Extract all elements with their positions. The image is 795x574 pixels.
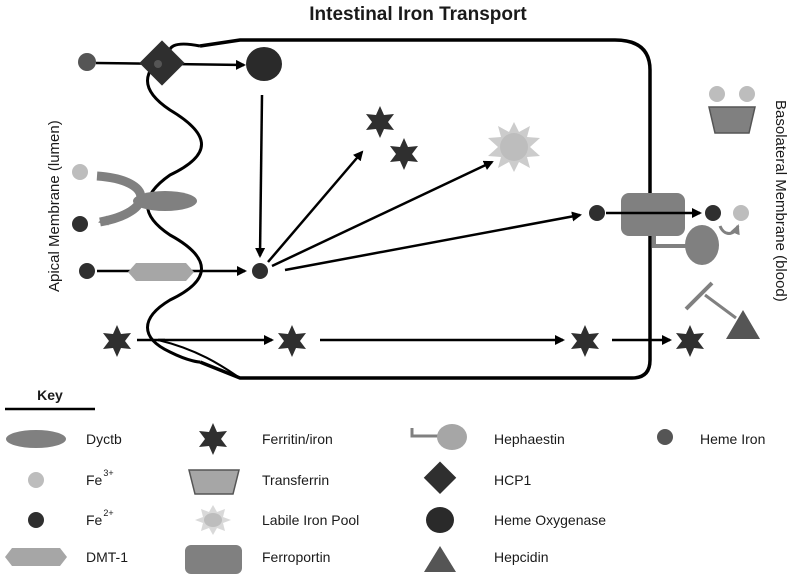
arrow-ferritin-split: [157, 339, 241, 379]
key-dmt1-symbol: [5, 548, 67, 566]
fe3-lumen: [72, 164, 88, 180]
hcp1-transporter: [139, 40, 185, 86]
arrow-oxidation: [718, 224, 740, 236]
key-transferrin-label: Transferrin: [262, 472, 329, 488]
key-dyctb-label: Dyctb: [86, 431, 122, 447]
basolateral-membrane-label: Basolateral Membrane (blood): [772, 100, 789, 302]
key-hephaestin-label: Hephaestin: [494, 431, 565, 447]
key-heme-oxygenase-label: Heme Oxygenase: [494, 512, 606, 528]
diagram-title: Intestinal Iron Transport: [309, 4, 527, 25]
fe3-blood: [733, 205, 749, 221]
dcytb-enzyme: [133, 191, 197, 211]
arrow-to-labile-pool: [271, 160, 494, 268]
hepcidin-inhibition-line: [704, 293, 737, 320]
key-fe3-symbol: [28, 472, 44, 488]
key-heme-iron-symbol: [657, 429, 673, 445]
ferroportin-exporter: [621, 193, 685, 236]
key-hcp1-label: HCP1: [494, 472, 532, 488]
arrow-oxygenase-to-pool: [255, 94, 266, 258]
fe2-lumen-dmt1: [79, 263, 95, 279]
key-fe3-label: Fe3+: [86, 468, 114, 488]
hephaestin-stem: [652, 234, 686, 248]
key-fe2-symbol: [28, 512, 44, 528]
key-hephaestin-stem: [410, 428, 438, 438]
ferritin-blood: [676, 325, 704, 357]
fe2-blood: [705, 205, 721, 221]
ferritin-star-1: [366, 106, 394, 138]
labile-iron-pool: [488, 122, 540, 172]
key-hcp1-symbol: [423, 461, 457, 494]
key-hephaestin-symbol: [437, 424, 467, 450]
enterocyte-cell-outline: [199, 38, 652, 380]
key-hepcidin-label: Hepcidin: [494, 549, 548, 565]
ferritin-intracellular-2: [571, 325, 599, 357]
key-transferrin-symbol: [188, 469, 240, 495]
key-heme-oxygenase-symbol: [426, 507, 454, 533]
ferritin-intracellular-1: [278, 325, 306, 357]
heme-oxygenase: [246, 47, 282, 81]
ferritin-lumen: [103, 325, 131, 357]
key-hepcidin-symbol: [424, 546, 456, 572]
transferrin-blood: [708, 86, 756, 134]
dmt1-transporter: [128, 263, 194, 281]
key-ferritin-symbol: [199, 423, 227, 455]
hephaestin: [685, 225, 719, 265]
key-ferroportin-symbol: [185, 545, 242, 574]
ferritin-star-2: [390, 138, 418, 170]
key-labile-pool-symbol: [195, 505, 231, 535]
key-heme-iron-label: Heme Iron: [700, 431, 765, 447]
hepcidin-inhibition-bar: [684, 281, 714, 311]
key-ferroportin-label: Ferroportin: [262, 549, 330, 565]
heme-iron-lumen: [78, 53, 96, 71]
heme-iron-in-hcp1: [154, 60, 162, 68]
key-dmt1-label: DMT-1: [86, 549, 128, 565]
key-dyctb-symbol: [6, 430, 66, 448]
arrow-to-ferritin: [267, 150, 364, 263]
arrow-to-ferroportin: [284, 211, 582, 272]
fe2-before-ferroportin: [589, 205, 605, 221]
key-ferritin-label: Ferritin/iron: [262, 431, 333, 447]
apical-membrane-label: Apical Membrane (lumen): [46, 120, 63, 292]
key-labile-pool-label: Labile Iron Pool: [262, 512, 359, 528]
key-fe2-label: Fe2+: [86, 508, 114, 528]
fe2-intracellular: [252, 263, 268, 279]
hepcidin: [726, 310, 760, 339]
key-heading: Key: [37, 387, 63, 403]
fe2-lumen: [72, 216, 88, 232]
